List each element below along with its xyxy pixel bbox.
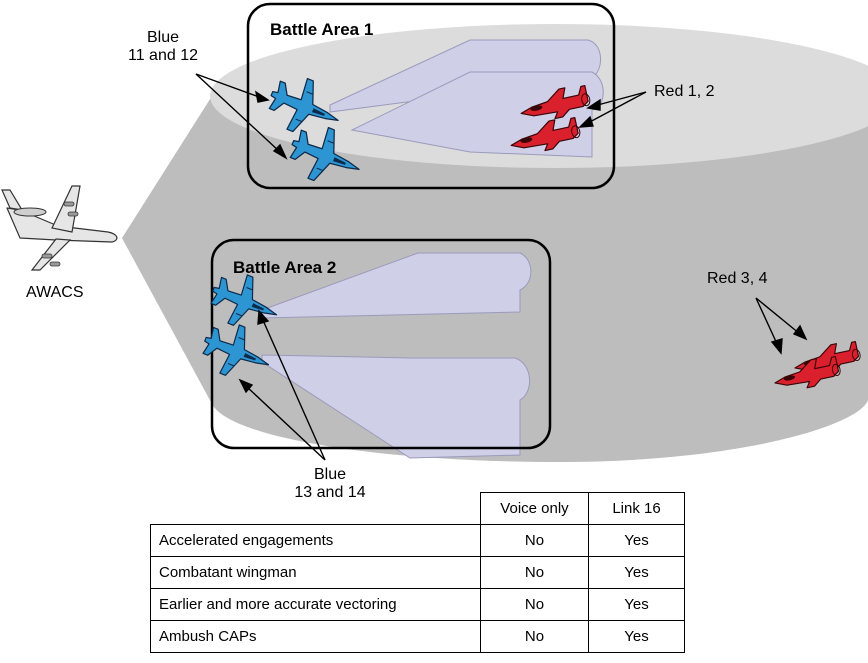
- row-label: Ambush CAPs: [150, 620, 481, 653]
- blue-11-12-label-line1: Blue: [146, 29, 180, 46]
- voice-only-cell: No: [480, 556, 589, 589]
- awacs-label: AWACS: [26, 284, 84, 301]
- arrow-red-1-2-b: [585, 91, 647, 125]
- red-3-4-label: Red 3, 4: [707, 270, 768, 287]
- table-header-row: Voice only Link 16: [151, 492, 685, 525]
- red-1-2-label: Red 1, 2: [654, 83, 715, 100]
- voice-only-cell: No: [480, 524, 589, 557]
- arrow-red-3-4-a: [755, 297, 801, 335]
- blue-11-12-label-line2: 11 and 12: [128, 47, 198, 64]
- blue-11-12-label: Blue 11 and 12: [108, 29, 218, 65]
- capability-comparison-table: Voice only Link 16 Accelerated engagemen…: [150, 492, 685, 653]
- pointer-arrows: [195, 73, 808, 461]
- link-16-cell: Yes: [588, 524, 685, 557]
- awacs-aircraft: [1, 185, 118, 271]
- column-header-voice-only: Voice only: [480, 492, 589, 525]
- arrow-red-1-2-a: [593, 91, 647, 107]
- battle-area-1-label: Battle Area 1: [270, 20, 374, 39]
- link-16-cell: Yes: [588, 620, 685, 653]
- radar-fan-blue-14: [261, 354, 530, 459]
- column-header-link-16: Link 16: [588, 492, 685, 525]
- table-corner-cell: [151, 493, 481, 525]
- blue-13-14-label-line2: 13 and 14: [294, 484, 366, 501]
- voice-only-cell: No: [480, 620, 589, 653]
- blue-13-14-label: Blue 13 and 14: [270, 466, 390, 502]
- arrow-blue-13-14-a: [261, 317, 326, 461]
- radar-fan-blue-13: [261, 252, 532, 319]
- row-label: Combatant wingman: [150, 556, 481, 589]
- table-row: Ambush CAPs No Yes: [150, 620, 685, 653]
- arrow-blue-11-12-b: [195, 73, 281, 153]
- row-label: Earlier and more accurate vectoring: [150, 588, 481, 621]
- link-16-cell: Yes: [588, 556, 685, 589]
- row-label: Accelerated engagements: [150, 524, 481, 557]
- voice-only-cell: No: [480, 588, 589, 621]
- battle-area-2-label: Battle Area 2: [233, 258, 337, 277]
- arrow-blue-13-14-b: [245, 385, 326, 461]
- link-16-cell: Yes: [588, 588, 685, 621]
- table-row: Earlier and more accurate vectoring No Y…: [150, 588, 685, 621]
- table-row: Accelerated engagements No Yes: [150, 524, 685, 557]
- table-row: Combatant wingman No Yes: [150, 556, 685, 589]
- blue-13-14-label-line1: Blue: [313, 466, 347, 483]
- arrow-red-3-4-b: [755, 297, 779, 347]
- battle-area-1-box: [246, 2, 616, 190]
- arrow-blue-11-12-a: [195, 73, 263, 99]
